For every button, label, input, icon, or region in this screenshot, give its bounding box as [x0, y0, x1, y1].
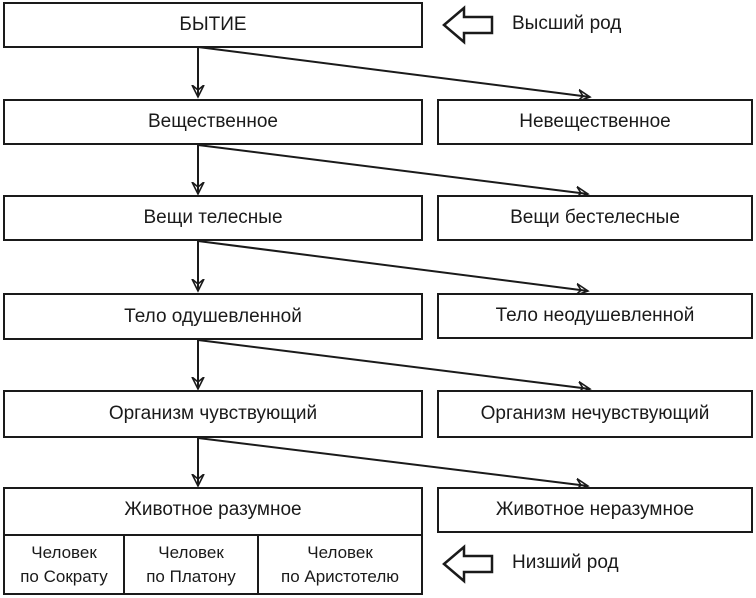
level-1-right-box: Невещественное — [437, 99, 753, 145]
pointer-arrow-icon-bottom — [442, 544, 494, 584]
genus-being-label: БЫТИЕ — [179, 14, 247, 35]
arrow-diagonal-4 — [197, 339, 590, 389]
individuals-separator-2 — [257, 534, 259, 593]
level-5-right-label: Животное неразумное — [495, 499, 695, 520]
individuals-separator-1 — [123, 534, 125, 593]
level-4-right-box: Организм нечувствующий — [437, 390, 753, 438]
arrow-diagonal-3 — [197, 240, 588, 291]
level-1-right-label: Невещественное — [519, 111, 671, 132]
individuals-divider — [5, 534, 421, 536]
individual-socrates-line2: по Сократу — [20, 566, 108, 586]
individual-socrates-line1: Человек — [31, 542, 97, 562]
individual-aristotle: Человек по Аристотелю — [259, 536, 421, 593]
level-4-left-box: Организм чувствующий — [3, 390, 423, 438]
level-1-left-label: Вещественное — [148, 111, 278, 132]
level-3-right-label: Тело неодушевленной — [495, 305, 695, 326]
genus-being-box: БЫТИЕ — [3, 2, 423, 48]
individual-plato: Человек по Платону — [125, 536, 257, 593]
individual-socrates: Человек по Сократу — [5, 536, 123, 593]
level-2-left-box: Вещи телесные — [3, 195, 423, 241]
level-5-left-label: Животное разумное — [124, 499, 302, 520]
level-1-left-box: Вещественное — [3, 99, 423, 145]
level-3-right-box: Тело неодушевленной — [437, 293, 753, 339]
individual-plato-line1: Человек — [158, 542, 224, 562]
pointer-arrow-icon-top — [442, 5, 494, 45]
level-5-right-box: Животное неразумное — [437, 487, 753, 533]
arrow-diagonal-5 — [197, 437, 588, 486]
individual-plato-line2: по Платону — [146, 566, 236, 586]
level-2-left-label: Вещи телесные — [143, 207, 283, 228]
level-5-left-box: Животное разумное Человек по Сократу Чел… — [3, 487, 423, 595]
individual-aristotle-line2: по Аристотелю — [280, 566, 399, 586]
arrow-diagonal-2 — [197, 144, 588, 194]
individual-aristotle-line1: Человек — [307, 542, 373, 562]
level-2-right-box: Вещи бестелесные — [437, 195, 753, 241]
level-3-left-label: Тело одушевленной — [124, 305, 302, 327]
lowest-genus-note: Низший род — [512, 552, 619, 573]
arrow-diagonal-1 — [197, 46, 590, 97]
level-3-left-box: Тело одушевленной — [3, 293, 423, 340]
highest-genus-note: Высший род — [512, 13, 622, 34]
level-2-right-label: Вещи бестелесные — [510, 207, 680, 228]
level-4-right-label: Организм нечувствующий — [480, 403, 710, 424]
level-4-left-label: Организм чувствующий — [108, 403, 318, 424]
